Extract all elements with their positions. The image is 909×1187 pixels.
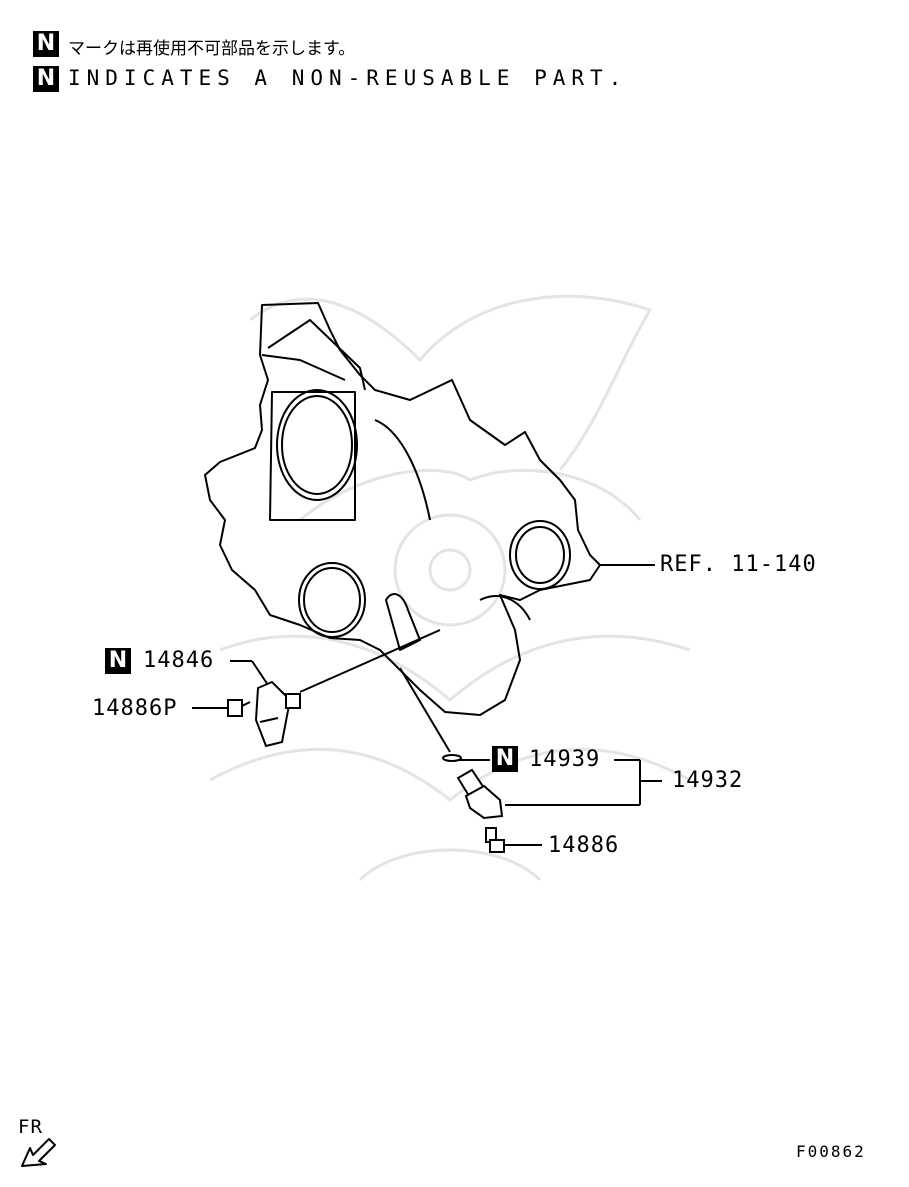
ref-11-140-label: REF. 11-140 bbox=[660, 552, 817, 577]
part-number-14886: 14886 bbox=[548, 833, 620, 858]
camshaft-sensor-14846 bbox=[254, 680, 301, 748]
figure-code: F00862 bbox=[796, 1142, 866, 1161]
non-reusable-badge-14939: N bbox=[492, 746, 518, 772]
part-number-14939: 14939 bbox=[529, 747, 601, 772]
part-number-14846: 14846 bbox=[143, 648, 215, 673]
bolt-14886 bbox=[485, 827, 505, 853]
part-number-14932: 14932 bbox=[672, 768, 744, 793]
o-ring-14939 bbox=[442, 754, 462, 762]
bolt-14886p bbox=[227, 699, 251, 717]
legend-english-text: INDICATES A NON-REUSABLE PART. bbox=[68, 66, 628, 90]
legend-japanese-text: マークは再使用不可部品を示します。 bbox=[68, 39, 356, 59]
watermark-emblem bbox=[209, 294, 691, 882]
front-direction-label: FR bbox=[18, 1116, 43, 1138]
leader-lines bbox=[192, 564, 662, 846]
non-reusable-badge-14846: N bbox=[105, 648, 131, 674]
crankshaft-sensor-14932 bbox=[456, 768, 504, 820]
non-reusable-badge: N bbox=[33, 66, 59, 92]
front-direction-arrow-icon bbox=[21, 1138, 56, 1167]
timing-chain-cover bbox=[204, 302, 601, 716]
non-reusable-badge: N bbox=[33, 31, 59, 57]
part-number-14886p: 14886P bbox=[92, 696, 178, 721]
